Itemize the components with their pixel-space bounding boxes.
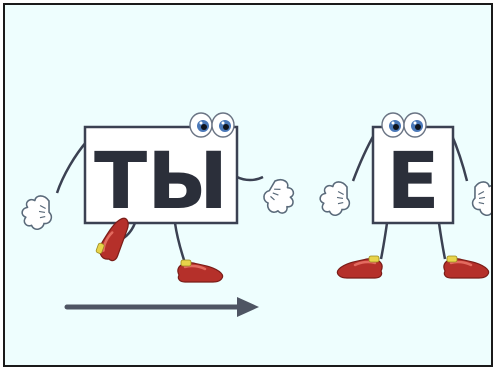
character-ty: ТЫ: [18, 112, 301, 284]
illustration: ТЫ Е: [18, 112, 491, 317]
right-arrow-icon: [64, 297, 259, 317]
left-leg: [379, 222, 389, 260]
card-word: Е: [386, 137, 439, 227]
left-arm: [55, 140, 88, 194]
red-shoe-icon: [176, 258, 224, 284]
slide-canvas: ТЫ Е: [3, 3, 493, 367]
right-leg: [173, 222, 187, 264]
glove-hand-icon: [18, 192, 56, 233]
card-word: ТЫ: [94, 137, 228, 227]
glove-hand-icon: [316, 178, 354, 219]
letter-card: [83, 125, 239, 225]
red-shoe-icon: [336, 254, 384, 280]
red-shoe-icon: [442, 254, 490, 280]
glove-hand-icon: [258, 174, 301, 219]
glove-hand-icon: [468, 178, 491, 219]
character-e: Е: [316, 112, 491, 280]
left-arm: [351, 132, 377, 182]
right-arm: [236, 175, 264, 182]
right-leg: [437, 222, 447, 260]
